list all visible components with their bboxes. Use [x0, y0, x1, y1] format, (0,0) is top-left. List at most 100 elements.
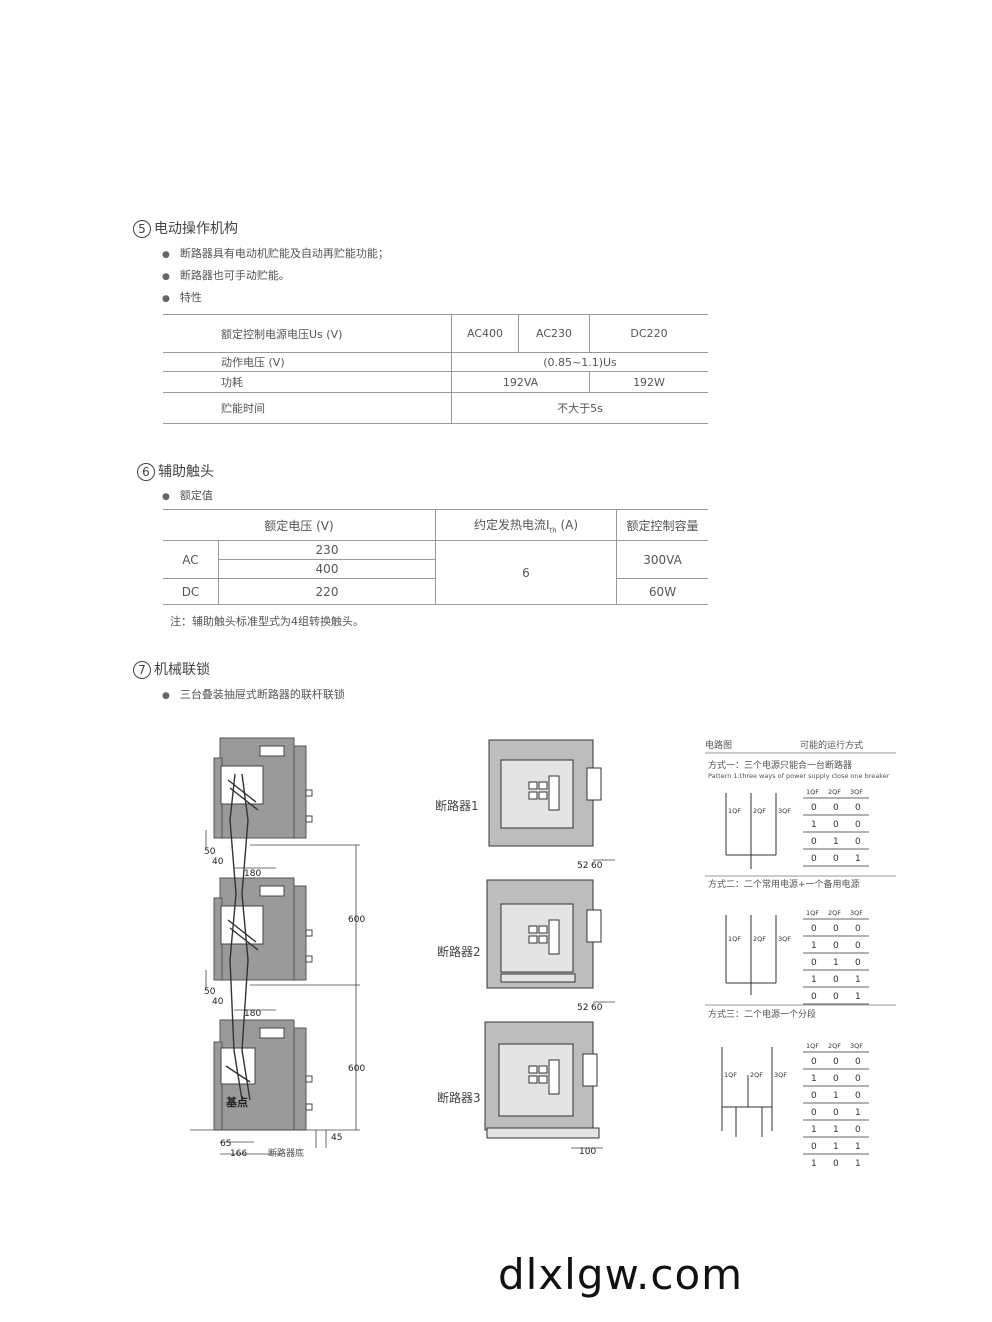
section-title-text: 辅助触头 — [158, 464, 214, 480]
table-cell: AC230 — [518, 314, 590, 353]
truth-table-header: 3QF — [850, 1042, 863, 1050]
dim-label: 45 — [331, 1133, 342, 1143]
truth-table-cell: 0 — [811, 1142, 817, 1152]
truth-table-cell: 0 — [855, 1057, 861, 1067]
aux-contact-table: 额定电压 (V) 约定发热电流Ith (A) 额定控制容量 AC 230 6 3… — [163, 509, 708, 605]
section-title-text: 机械联锁 — [154, 662, 210, 678]
table-cell: (0.85~1.1)Us — [451, 352, 708, 372]
dim-label: 600 — [348, 1064, 365, 1074]
bullet-item: 断路器具有电动机贮能及自动再贮能功能； — [162, 245, 389, 261]
row-label: 动作电压 (V) — [163, 352, 452, 372]
dim-label: 100 — [579, 1147, 596, 1157]
motor-characteristics-table: 额定控制电源电压Us (V) AC400 AC230 DC220 动作电压 (V… — [163, 314, 708, 424]
dim-label: 180 — [244, 869, 261, 879]
truth-table-cell: 1 — [811, 820, 817, 830]
switch-label: 2QF — [750, 1071, 763, 1079]
truth-table-cell: 0 — [855, 820, 861, 830]
col-header: 额定控制容量 — [616, 509, 708, 541]
truth-table-cell: 0 — [855, 924, 861, 934]
dim-label: 600 — [348, 915, 365, 925]
truth-table-cell: 0 — [833, 1074, 839, 1084]
table-cell: 220 — [218, 578, 436, 605]
truth-table-cell: 1 — [833, 1125, 839, 1135]
mode-title: 方式二：二个常用电源+一个备用电源 — [708, 878, 860, 890]
truth-table-cell: 1 — [855, 1159, 861, 1169]
row-label: 功耗 — [163, 371, 452, 393]
dim-label: 40 — [212, 997, 224, 1007]
dim-label: 166 — [230, 1149, 247, 1159]
table-cell: DC220 — [589, 314, 708, 353]
truth-table-cell: 0 — [811, 992, 817, 1002]
truth-table-header: 3QF — [850, 909, 863, 917]
table-cell: 300VA — [616, 540, 708, 579]
truth-table-cell: 1 — [833, 1142, 839, 1152]
breaker-bottom-label: 断路器底 — [268, 1147, 304, 1159]
truth-table-cell: 0 — [833, 975, 839, 985]
col-header: 额定电压 (V) — [163, 509, 436, 541]
dim-label: 50 — [204, 987, 216, 997]
mode-title: 方式三：二个电源一个分段 — [708, 1008, 816, 1020]
switch-label: 3QF — [778, 935, 791, 943]
table-cell: AC400 — [451, 314, 519, 353]
switch-label: 1QF — [728, 807, 741, 815]
truth-table-cell: 0 — [855, 837, 861, 847]
truth-table-cell: 0 — [855, 1125, 861, 1135]
truth-table-cell: 1 — [833, 837, 839, 847]
table-cell: DC — [163, 578, 219, 605]
truth-table-cell: 1 — [811, 1125, 817, 1135]
truth-table-header: 3QF — [850, 788, 863, 796]
truth-table-cell: 0 — [855, 941, 861, 951]
truth-table-cell: 1 — [833, 1091, 839, 1101]
table-cell: 60W — [616, 578, 708, 605]
truth-table-header: 1QF — [806, 788, 819, 796]
truth-table-cell: 0 — [811, 803, 817, 813]
table-cell: 不大于5s — [451, 392, 708, 424]
truth-table-cell: 0 — [833, 803, 839, 813]
truth-table-cell: 0 — [811, 1057, 817, 1067]
truth-table-cell: 0 — [811, 924, 817, 934]
truth-table-cell: 1 — [811, 975, 817, 985]
truth-table-cell: 1 — [811, 1074, 817, 1084]
site-brand: dlxlgw.com — [498, 1250, 744, 1299]
table-cell: 6 — [435, 540, 617, 605]
mode-subtitle: Pattern 1:three ways of power supply clo… — [708, 772, 890, 780]
truth-table-cell: 1 — [855, 992, 861, 1002]
section-title-text: 电动操作机构 — [154, 221, 238, 237]
truth-table-cell: 0 — [811, 854, 817, 864]
truth-table-cell: 0 — [833, 1057, 839, 1067]
truth-table-cell: 0 — [855, 1074, 861, 1084]
truth-table-header: 2QF — [828, 788, 841, 796]
truth-table-cell: 0 — [811, 837, 817, 847]
truth-table-header: 1QF — [806, 1042, 819, 1050]
truth-table-cell: 0 — [855, 1091, 861, 1101]
breaker-label: 断路器2 — [437, 944, 481, 959]
table-cell: 230 — [218, 540, 436, 560]
breaker-label: 断路器1 — [435, 798, 479, 813]
table-note: 注：辅助触头标准型式为4组转换触头。 — [170, 615, 364, 628]
col-header: 约定发热电流Ith (A) — [435, 509, 617, 541]
dim-label: 180 — [244, 1009, 261, 1019]
truth-table-cell: 0 — [833, 992, 839, 1002]
truth-table-cell: 0 — [855, 803, 861, 813]
dim-label: 60 — [591, 1003, 603, 1013]
truth-table-cell: 0 — [811, 1108, 817, 1118]
dim-label: 50 — [204, 847, 216, 857]
truth-table-cell: 0 — [811, 1091, 817, 1101]
truth-table-cell: 0 — [855, 958, 861, 968]
row-label: 额定控制电源电压Us (V) — [163, 314, 452, 353]
switch-label: 2QF — [753, 807, 766, 815]
bullet-item: 断路器也可手动贮能。 — [162, 267, 290, 283]
switch-label: 1QF — [724, 1071, 737, 1079]
truth-table-cell: 1 — [855, 1108, 861, 1118]
bullet-item: 特性 — [162, 289, 202, 305]
truth-table-cell: 0 — [811, 958, 817, 968]
stacked-breaker-dimension-drawing: 50 40 180 600 50 40 180 600 65 166 45 基点… — [190, 737, 365, 1159]
truth-table-cell: 0 — [833, 854, 839, 864]
truth-table-cell: 0 — [833, 941, 839, 951]
truth-table-cell: 1 — [811, 941, 817, 951]
interlock-circuit-modes: 电路图 可能的运行方式 方式一：三个电源只能合一台断路器 Pattern 1:t… — [705, 739, 896, 1169]
truth-table-cell: 0 — [833, 924, 839, 934]
